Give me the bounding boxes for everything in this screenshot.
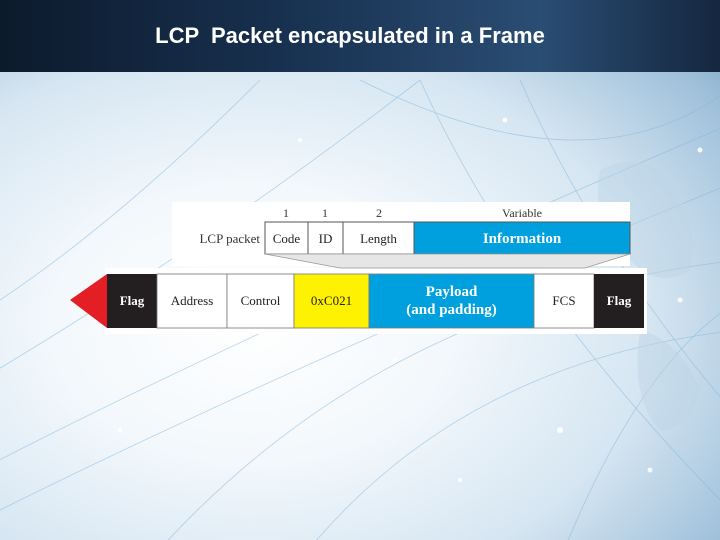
direction-arrow: [70, 274, 107, 328]
length-field-label: Length: [360, 231, 397, 246]
lcp-packet-row-label: LCP packet: [199, 231, 260, 246]
control-label: Control: [241, 293, 281, 308]
code-field-label: Code: [273, 231, 301, 246]
id-field-label: ID: [319, 231, 333, 246]
id-size-label: 1: [322, 206, 328, 220]
payload-label-line1: Payload: [426, 284, 478, 300]
address-label: Address: [171, 293, 214, 308]
lcp-frame-diagram: 1 1 2 Variable LCP packet Code ID Length…: [65, 202, 655, 338]
code-size-label: 1: [283, 206, 289, 220]
information-field-label: Information: [483, 231, 562, 247]
fcs-label: FCS: [552, 293, 575, 308]
payload-label-line2: (and padding): [406, 302, 496, 318]
length-size-label: 2: [376, 206, 382, 220]
information-size-label: Variable: [502, 206, 542, 220]
flag-end-label: Flag: [607, 293, 632, 308]
flag-start-label: Flag: [120, 293, 145, 308]
payload-field: [369, 274, 534, 328]
protocol-label: 0xC021: [311, 293, 352, 308]
slide-title: LCP Packet encapsulated in a Frame: [0, 23, 710, 49]
